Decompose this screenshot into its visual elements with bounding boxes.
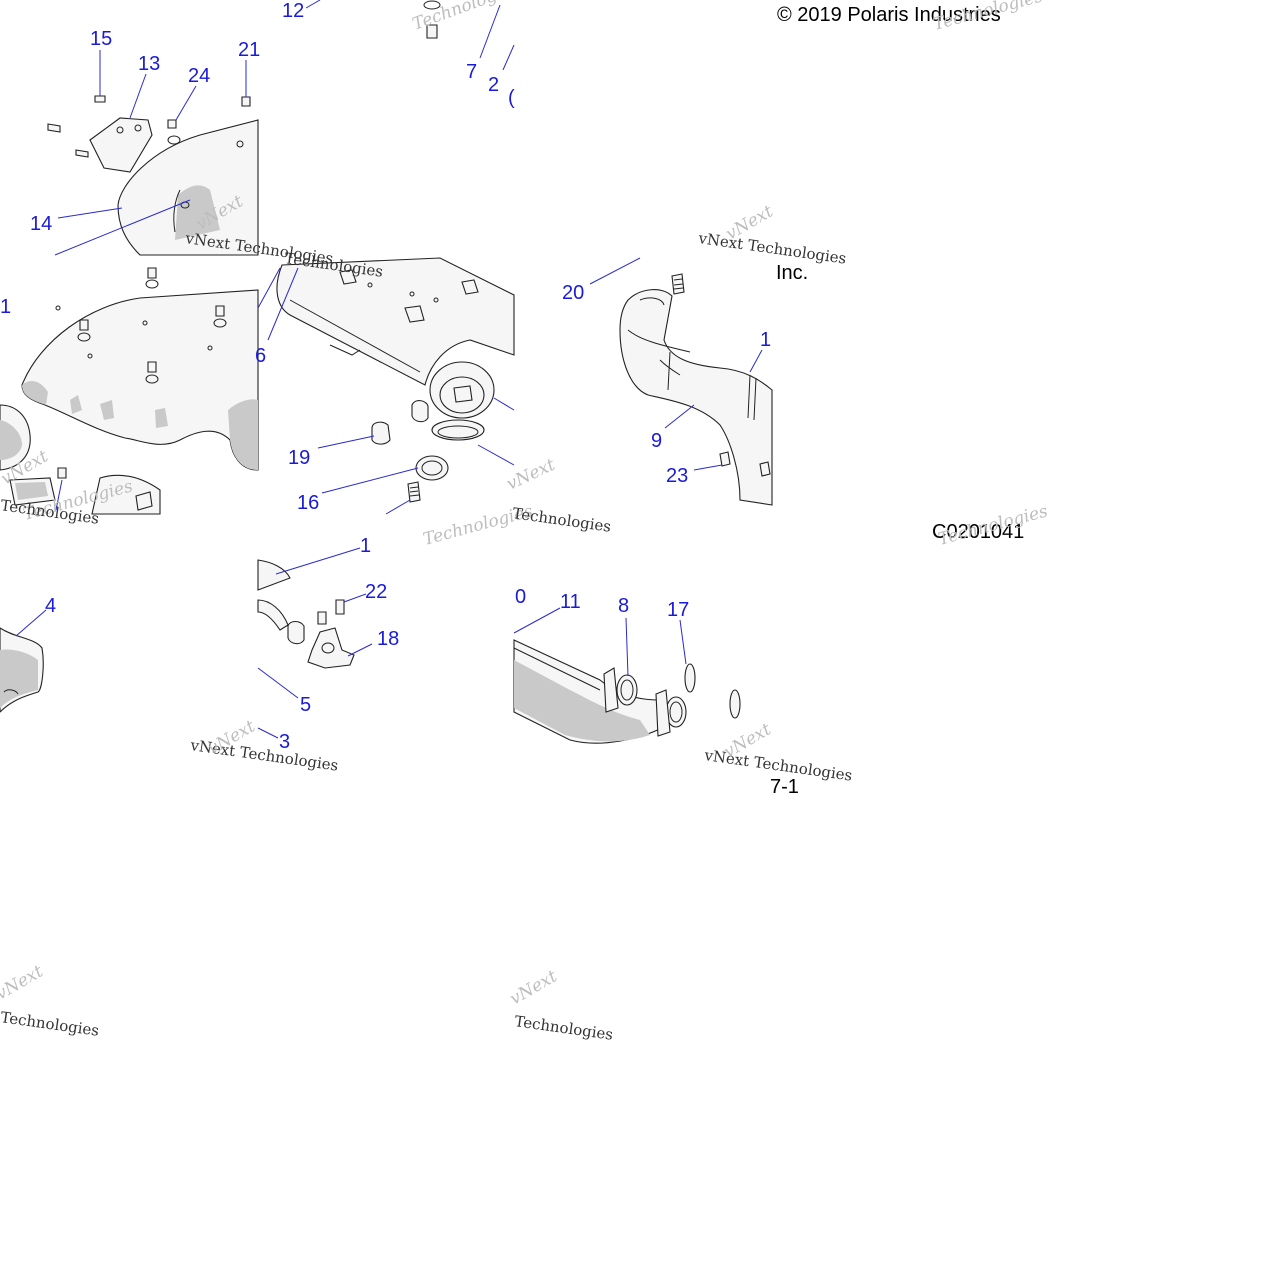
callout-24[interactable]: 24 [188,65,210,87]
callout-1-partial[interactable]: 1 [0,296,11,318]
callout-1-hanger[interactable]: 1 [360,535,371,557]
copyright-text: © 2019 Polaris Industries [777,4,1001,26]
callout-22[interactable]: 22 [365,581,387,603]
callout-16[interactable]: 16 [297,492,319,514]
callout-13[interactable]: 13 [138,53,160,75]
callout-7[interactable]: 7 [466,61,477,83]
callout-23[interactable]: 23 [666,465,688,487]
callout-18[interactable]: 18 [377,628,399,650]
callout-6[interactable]: 6 [255,345,266,367]
callout-partial: ( [508,87,515,109]
bracket-13 [89,117,153,173]
page-number: 7-1 [770,776,799,798]
inc-text: Inc. [776,262,808,284]
tile-bent-pipe: 20 1 9 23 vNext Technologies vNext Inc. … [562,201,1050,549]
heat-shield-large [21,289,259,471]
callout-11[interactable]: 11 [560,591,581,613]
bolt-15 [94,95,106,103]
callout-4[interactable]: 4 [45,595,56,617]
grommet-5 [287,620,305,645]
callout-2[interactable]: 2 [488,74,499,96]
callout-1-pipe[interactable]: 1 [760,329,771,351]
bracket-18 [307,627,355,669]
callout-17[interactable]: 17 [667,599,689,621]
callout-9[interactable]: 9 [651,430,662,452]
muffler-body [276,257,515,386]
callout-20[interactable]: 20 [562,282,584,304]
callout-14[interactable]: 14 [30,213,52,235]
callout-21[interactable]: 21 [238,39,260,61]
gasket-17 [684,663,696,693]
callout-19[interactable]: 19 [288,447,310,469]
callout-5[interactable]: 5 [300,694,311,716]
callout-8[interactable]: 8 [618,595,629,617]
callout-3[interactable]: 3 [279,731,290,753]
callout-12[interactable]: 12 [282,0,304,22]
tile-shield-corner: 4 [0,595,56,713]
ring-16 [415,455,449,481]
callout-15[interactable]: 15 [90,28,112,50]
diagram-code: C0201041 [932,521,1024,543]
callout-0-partial[interactable]: 0 [515,586,526,608]
grommet-19 [371,421,391,445]
